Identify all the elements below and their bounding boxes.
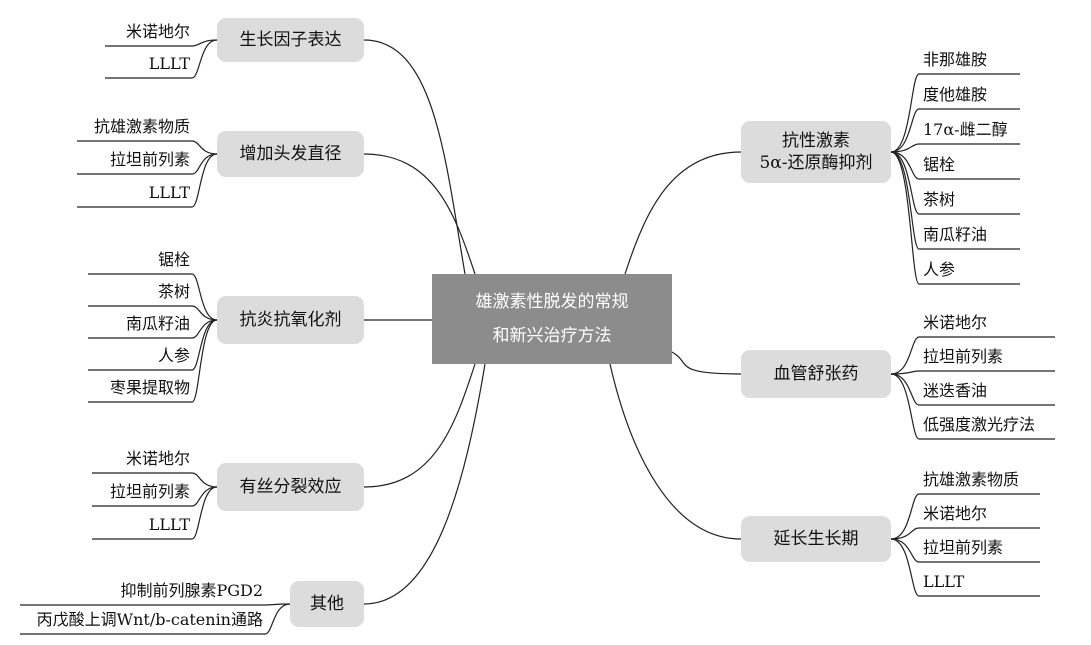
leaf-link (890, 370, 920, 375)
branch-group-antiinflam (88, 273, 433, 403)
leaf-item-other: 丙戊酸上调Wnt/b-catenin通路 (36, 610, 263, 629)
center-link-antiandrogen (624, 151, 742, 275)
branch-label: 其他 (310, 594, 344, 614)
branch-node-vasodilator: 血管舒张药 (741, 350, 891, 398)
branch-label: 增加头发直径 (239, 144, 342, 164)
leaf-item-antiinflam: 南瓜籽油 (125, 314, 190, 333)
leaf-item-vasodilator: 迷迭香油 (923, 381, 988, 400)
leaf-item-diameter: LLLT (148, 183, 190, 202)
leaf-item-antiandrogen: 人参 (923, 260, 956, 279)
branch-group-growth (105, 39, 466, 275)
leaf-item-antiinflam: 人参 (157, 346, 190, 365)
leaf-item-antiandrogen: 非那雄胺 (923, 50, 988, 69)
leaf-link (890, 373, 920, 440)
leaf-item-vasodilator: 低强度激光疗法 (923, 415, 1036, 434)
leaf-item-antiandrogen: 度他雄胺 (923, 85, 988, 104)
center-link-vasodilator (671, 351, 742, 375)
leaf-item-anagen: 米诺地尔 (923, 504, 988, 523)
branch-label: 延长生长期 (773, 529, 859, 549)
branch-group-antiandrogen (624, 73, 1020, 285)
leaf-item-diameter: 抗雄激素物质 (93, 117, 190, 136)
leaf-link (890, 73, 920, 153)
leaf-item-antiandrogen: 南瓜籽油 (923, 225, 988, 244)
branch-node-diameter: 增加头发直径 (217, 131, 364, 177)
leaf-item-vasodilator: 拉坦前列素 (923, 347, 1004, 366)
leaf-item-anagen: 抗雄激素物质 (923, 470, 1020, 489)
branch-group-anagen (609, 363, 1040, 597)
leaf-item-antiinflam: 锯栓 (157, 250, 190, 269)
leaf-link (191, 472, 218, 488)
leaf-link (890, 493, 920, 540)
leaf-item-anagen: 拉坦前列素 (923, 538, 1004, 557)
branch-group-diameter (77, 140, 476, 275)
branch-node-growth: 生长因子表达 (217, 18, 364, 62)
center-link-diameter (363, 153, 476, 275)
branch-label: 生长因子表达 (239, 30, 342, 50)
leaf-item-growth: LLLT (148, 54, 190, 73)
center-link-mitogenic (363, 363, 476, 488)
branch-label-line-2: 5α-还原酶抑剂 (759, 153, 873, 173)
branch-group-other (20, 363, 486, 635)
leaf-link (191, 486, 218, 540)
branch-group-mitogenic (92, 363, 476, 540)
leaf-link (890, 108, 920, 153)
leaf-item-antiinflam: 枣果提取物 (109, 378, 190, 397)
center-link-other (363, 363, 486, 605)
leaf-link (264, 603, 291, 635)
center-topic: 雄激素性脱发的常规 和新兴治疗方法 (432, 274, 672, 364)
leaf-link (890, 538, 920, 563)
branch-group-vasodilator (671, 336, 1055, 440)
branch-label: 抗性激素 (782, 131, 850, 151)
center-topic-line-1: 雄激素性脱发的常规 (475, 292, 629, 312)
leaf-link (191, 273, 218, 321)
leaf-link (890, 527, 920, 540)
leaf-item-antiandrogen: 17α-雌二醇 (923, 120, 1008, 139)
center-link-anagen (609, 363, 742, 540)
leaf-item-anagen: LLLT (923, 572, 965, 591)
leaf-item-other: 抑制前列腺素PGD2 (120, 581, 263, 600)
leaf-item-growth: 米诺地尔 (125, 22, 190, 41)
branch-node-antiinflam: 抗炎抗氧化剂 (217, 296, 364, 344)
branch-node-anagen: 延长生长期 (741, 516, 891, 562)
leaf-link (890, 538, 920, 597)
leaf-item-antiandrogen: 锯栓 (923, 155, 956, 174)
branch-node-other: 其他 (290, 581, 364, 627)
leaf-link (191, 140, 218, 155)
leaf-item-diameter: 拉坦前列素 (109, 150, 190, 169)
leaf-link (890, 151, 920, 285)
leaf-item-antiandrogen: 茶树 (923, 190, 956, 209)
leaf-link (191, 39, 218, 79)
leaf-link (191, 153, 218, 208)
branch-label: 血管舒张药 (773, 364, 859, 384)
leaf-item-mitogenic: 拉坦前列素 (109, 482, 190, 501)
branch-node-mitogenic: 有丝分裂效应 (217, 463, 364, 511)
leaf-item-vasodilator: 米诺地尔 (923, 313, 988, 332)
branch-label: 有丝分裂效应 (239, 477, 342, 497)
leaf-link (191, 319, 218, 403)
center-link-growth (363, 39, 466, 275)
leaf-link (890, 151, 920, 215)
leaf-item-antiinflam: 茶树 (157, 282, 190, 301)
leaf-link (191, 305, 218, 321)
branch-label: 抗炎抗氧化剂 (239, 310, 342, 330)
leaf-item-mitogenic: 米诺地尔 (125, 449, 190, 468)
leaf-item-mitogenic: LLLT (148, 515, 190, 534)
center-topic-line-2: 和新兴治疗方法 (492, 326, 612, 346)
leaf-link (890, 336, 920, 375)
leaf-link (191, 153, 218, 175)
leaf-link (890, 143, 920, 153)
